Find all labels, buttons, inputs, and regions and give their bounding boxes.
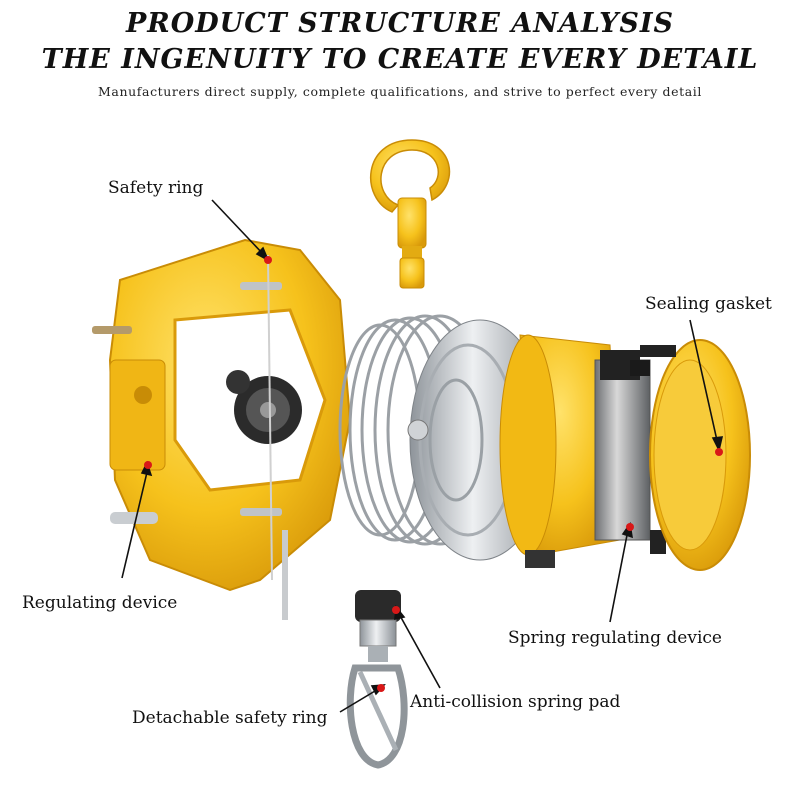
leader-spring-regulating-device [609,529,629,623]
marker-dot-safety-ring [264,256,272,264]
callout-spring-regulating-device: Spring regulating device [508,628,722,648]
page-title-line-2: THE INGENUITY TO CREATE EVERY DETAIL [41,44,759,75]
swivel-safety-hook [346,590,408,769]
leader-sealing-gasket [689,319,719,446]
callout-sealing-gasket: Sealing gasket [645,294,772,314]
callout-anti-collision-spring-pad: Anti-collision spring pad [410,692,621,712]
marker-dot-detachable-safety-ring [377,684,385,692]
arrowhead-sealing-gasket [711,436,724,453]
arrowhead-regulating-device [140,460,153,477]
callout-leader-lines [121,199,724,713]
page-subtitle: Manufacturers direct supply, complete qu… [98,84,702,99]
callout-detachable-safety-ring: Detachable safety ring [132,708,328,728]
right-end-cap [640,339,751,571]
leader-detachable-safety-ring [339,687,381,713]
marker-dot-sealing-gasket [715,448,723,456]
page-title-line-1: PRODUCT STRUCTURE ANALYSIS [125,8,675,39]
left-housing-frame [92,238,352,620]
marker-dot-regulating-device [144,461,152,469]
callout-regulating-device: Regulating device [22,593,178,613]
marker-dot-anti-collision-pad [392,606,400,614]
leader-anti-collision-pad [397,611,441,689]
leader-safety-ring [211,199,265,256]
arrowhead-safety-ring [255,246,270,262]
marker-dots [144,256,723,692]
top-hook [369,139,451,289]
callout-safety-ring: Safety ring [108,178,204,198]
marker-dot-spring-regulating-device [626,523,634,531]
motor-core [594,350,691,554]
leader-regulating-device [121,467,149,579]
